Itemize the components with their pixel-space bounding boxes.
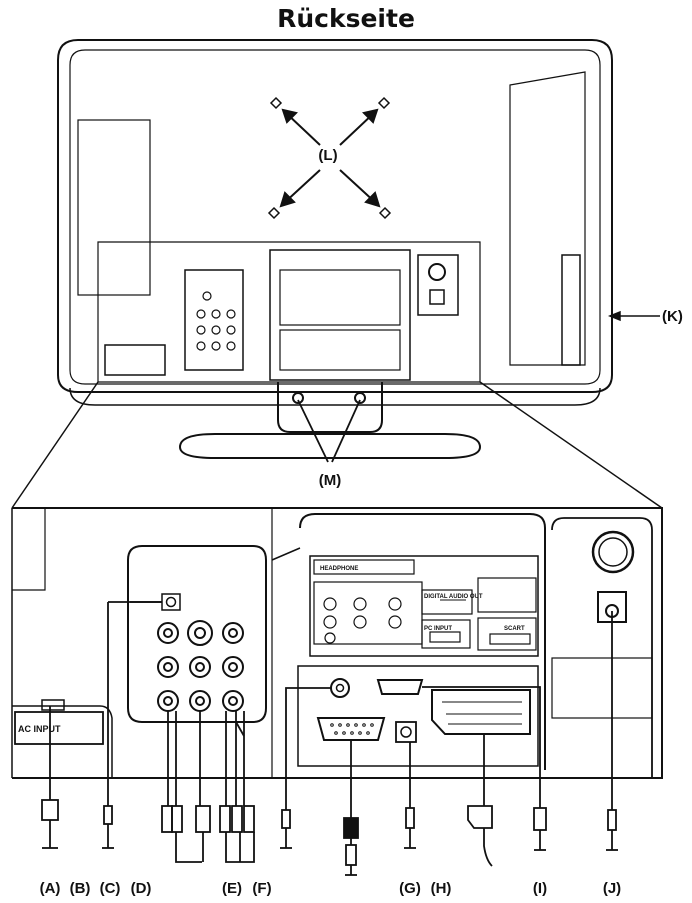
- label-d: (D): [131, 880, 152, 897]
- label-m: (M): [319, 472, 342, 489]
- right-side-slot: [561, 254, 581, 366]
- cable-i: [404, 742, 416, 849]
- tv-rear-overview: [57, 39, 660, 463]
- cable-hdmi: [422, 686, 547, 851]
- page-title: Rückseite: [277, 4, 415, 33]
- av-jacks-mini: [196, 291, 236, 351]
- callout-labels: (L) (K) (M) (A) (B) (C) (D) (E) (F) (G) …: [40, 147, 683, 897]
- cable-g: [280, 687, 331, 849]
- cables: [41, 601, 618, 876]
- tv-inner-frame: [69, 49, 601, 385]
- vesa-mount-holes: [267, 96, 392, 220]
- label-f: (F): [252, 880, 271, 897]
- cable-d: [161, 711, 202, 863]
- audio-out-mini: [417, 254, 459, 316]
- label-b: (B): [70, 880, 91, 897]
- zoom-guide-lines: [11, 381, 663, 509]
- label-j: (J): [603, 880, 621, 897]
- label-g: (G): [399, 880, 421, 897]
- av-rca-jacks: [157, 620, 244, 712]
- digital-audio-panel: [551, 517, 653, 778]
- zoomed-connector-panel: [11, 507, 663, 779]
- zoom-left-vent: [12, 508, 46, 591]
- av-input-panel: [127, 545, 301, 723]
- main-panel-top-mini: [279, 269, 401, 326]
- cable-c: [102, 601, 162, 849]
- cable-a: [41, 706, 59, 849]
- pc-input-text: PC INPUT: [424, 626, 452, 632]
- label-k: (K): [662, 308, 683, 325]
- cable-h: [343, 740, 359, 876]
- ac-input-text: AC INPUT: [18, 724, 61, 734]
- digital-audio-out-text: DIGITAL AUDIO OUT: [424, 594, 483, 600]
- label-c: (C): [100, 880, 121, 897]
- panel-print: AC INPUT HEADPHONE PC INPUT SCART DIGITA…: [18, 566, 525, 734]
- label-l: (L): [318, 147, 337, 164]
- vesa-arrows: [279, 108, 381, 208]
- lower-ports-mini: [279, 329, 401, 371]
- connector-region-outline: [97, 241, 481, 383]
- cable-scart: [467, 734, 493, 867]
- m-pointer-lines: [297, 399, 361, 463]
- scart-text: SCART: [504, 626, 525, 632]
- tv-stand: [178, 382, 482, 459]
- tv-outer-frame: [57, 39, 613, 393]
- zoom-panel-frame: [12, 507, 663, 779]
- cable-f: [219, 711, 255, 863]
- cable-j: [606, 611, 618, 851]
- headphone-text: HEADPHONE: [320, 566, 358, 572]
- main-connector-panel: [297, 513, 546, 770]
- tv-bottom-bezel: [69, 387, 601, 406]
- k-arrow: [607, 310, 660, 322]
- label-h: (H): [431, 880, 452, 897]
- label-e: (E): [222, 880, 242, 897]
- label-i: (I): [533, 880, 547, 897]
- right-vent-panel: [509, 71, 586, 366]
- cable-e: [195, 711, 211, 862]
- ac-input-socket: [12, 699, 113, 778]
- main-panel-mini: [269, 249, 411, 381]
- left-vent-panel: [77, 119, 151, 296]
- av-panel-mini: [184, 269, 244, 371]
- label-a: (A): [40, 880, 61, 897]
- ac-input-mini: [104, 344, 166, 376]
